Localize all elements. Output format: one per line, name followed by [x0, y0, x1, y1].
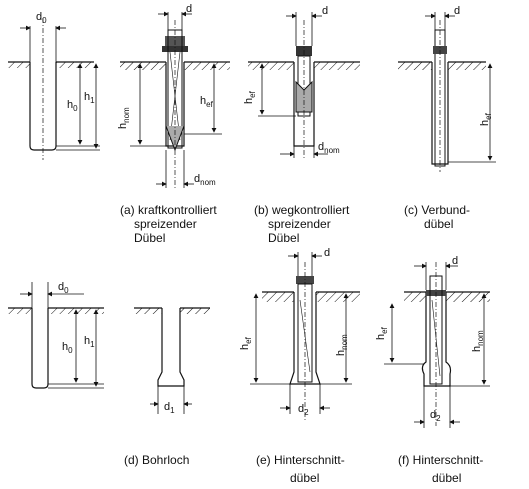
label-d0-bottom: d0: [58, 281, 69, 295]
figure-f-undercut-anchor: d hef hnom d2: [375, 255, 490, 428]
svg-text:dübel: dübel: [432, 471, 461, 485]
label-d-c: d: [454, 5, 460, 17]
svg-text:Dübel: Dübel: [268, 231, 299, 245]
label-hef-f: hef: [375, 326, 389, 340]
svg-text:spreizender: spreizender: [134, 217, 197, 231]
label-hef-a: hef: [200, 95, 214, 109]
caption-d: (d) Bohrloch: [124, 453, 189, 467]
caption-e: (e) Hinterschnitt- dübel: [256, 453, 345, 485]
label-d-e: d: [324, 247, 330, 259]
figure-borehole-bottom: d0 h0 h1: [8, 281, 104, 389]
figure-d-borehole-undercut: d1: [134, 307, 210, 415]
caption-a: (a) kraftkontrolliert spreizender Dübel: [120, 203, 217, 245]
label-hnom-a: hnom: [117, 107, 131, 129]
label-hef-b: hef: [243, 90, 257, 104]
svg-text:Dübel: Dübel: [134, 231, 165, 245]
label-hnom-f: hnom: [471, 330, 485, 352]
label-hef-c: hef: [479, 112, 493, 126]
label-d1: d1: [164, 401, 175, 415]
svg-text:dübel: dübel: [424, 217, 453, 231]
figure-borehole-top: d0 h0 h1: [8, 11, 100, 160]
label-d-b: d: [322, 5, 328, 17]
svg-text:(b) wegkontrolliert: (b) wegkontrolliert: [254, 203, 350, 217]
label-dnom-a: dnom: [194, 173, 216, 187]
label-h0-bottom: h0: [62, 341, 73, 355]
svg-text:(d) Bohrloch: (d) Bohrloch: [124, 453, 189, 467]
label-d2-e: d2: [298, 403, 309, 417]
svg-text:(a) kraftkontrolliert: (a) kraftkontrolliert: [120, 203, 217, 217]
svg-text:(e) Hinterschnitt-: (e) Hinterschnitt-: [256, 453, 345, 467]
label-h1-top: h1: [84, 91, 95, 105]
label-hef-e: hef: [239, 336, 253, 350]
label-d-a: d: [186, 3, 192, 15]
caption-c: (c) Verbund- dübel: [404, 203, 470, 231]
label-h1-bottom: h1: [84, 335, 95, 349]
label-d2-f: d2: [430, 409, 441, 423]
figure-b-deformation-controlled-anchor: d hef dnom: [243, 5, 360, 160]
svg-text:dübel: dübel: [290, 471, 319, 485]
svg-text:(f) Hinterschnitt-: (f) Hinterschnitt-: [398, 453, 483, 467]
figure-a-torque-controlled-anchor: d hnom hef dnom: [117, 3, 230, 190]
label-dnom-b: dnom: [318, 141, 340, 155]
label-hnom-e: hnom: [335, 334, 349, 356]
figure-c-bonded-anchor: d hef: [398, 5, 496, 172]
caption-f: (f) Hinterschnitt- dübel: [398, 453, 483, 485]
svg-text:(c) Verbund-: (c) Verbund-: [404, 203, 470, 217]
caption-b: (b) wegkontrolliert spreizender Dübel: [254, 203, 350, 245]
label-h0-top: h0: [67, 99, 78, 113]
svg-text:spreizender: spreizender: [268, 217, 331, 231]
label-d-f: d: [452, 255, 458, 267]
label-d0-top: d0: [36, 11, 47, 25]
figure-e-undercut-anchor: d hef hnom d2: [239, 247, 360, 420]
